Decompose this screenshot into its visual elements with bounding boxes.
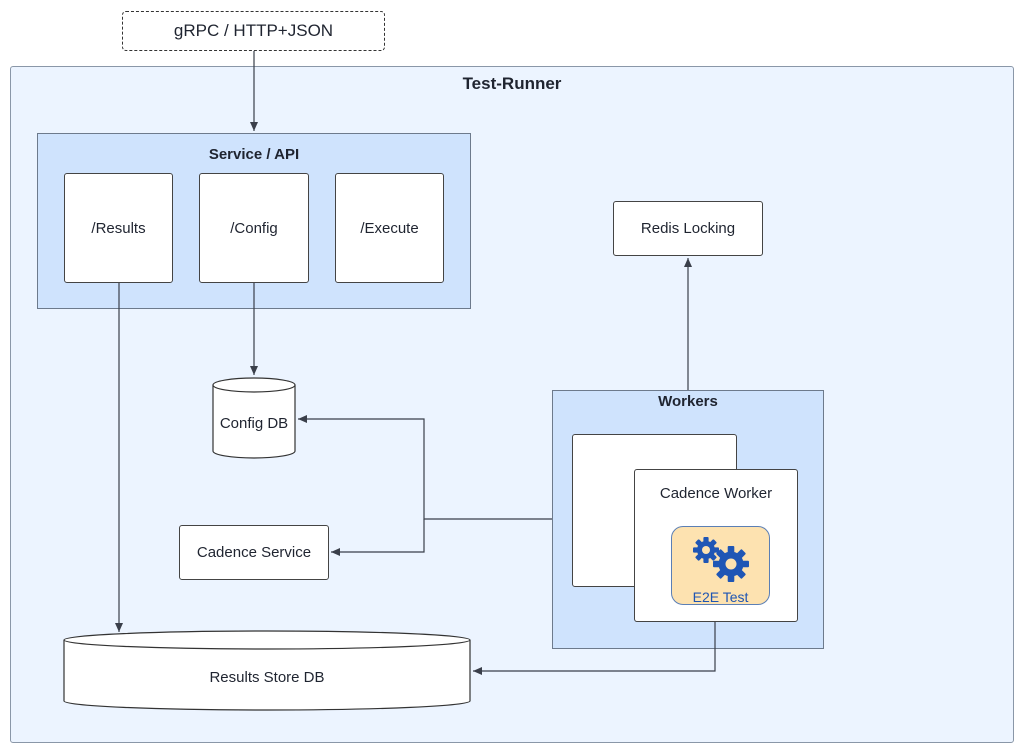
workers-title: Workers xyxy=(658,393,718,410)
endpoint-config-label: /Config xyxy=(230,219,278,237)
endpoint-execute: /Execute xyxy=(335,173,444,283)
endpoint-config: /Config xyxy=(199,173,309,283)
results-db-cylinder xyxy=(63,630,471,711)
gears-icon xyxy=(693,537,749,582)
results-db-label: Results Store DB xyxy=(209,669,325,686)
config-db-cylinder xyxy=(212,377,296,459)
redis-locking-box: Redis Locking xyxy=(613,201,763,256)
arrow-workers-to-configdb xyxy=(298,415,552,520)
cadence-service-label: Cadence Service xyxy=(196,544,312,561)
service-api-title: Service / API xyxy=(208,146,300,163)
config-db-label: Config DB xyxy=(219,415,289,432)
endpoint-results: /Results xyxy=(64,173,173,283)
endpoint-results-label: /Results xyxy=(91,219,146,237)
e2e-test-task: E2E Test xyxy=(671,526,770,605)
cadence-worker-label: Cadence Worker xyxy=(659,485,773,502)
e2e-test-label: E2E Test xyxy=(692,589,749,605)
endpoint-execute-label: /Execute xyxy=(360,219,419,237)
test-runner-title: Test-Runner xyxy=(462,74,562,93)
client-protocol-box: gRPC / HTTP+JSON xyxy=(122,11,385,51)
arrow-e2e-to-resultsdb xyxy=(473,622,716,675)
cadence-service-box: Cadence Service xyxy=(179,525,329,580)
redis-locking-label: Redis Locking xyxy=(640,220,736,237)
arrow-workers-to-cadence xyxy=(331,519,425,556)
client-protocol-label: gRPC / HTTP+JSON xyxy=(173,21,334,40)
